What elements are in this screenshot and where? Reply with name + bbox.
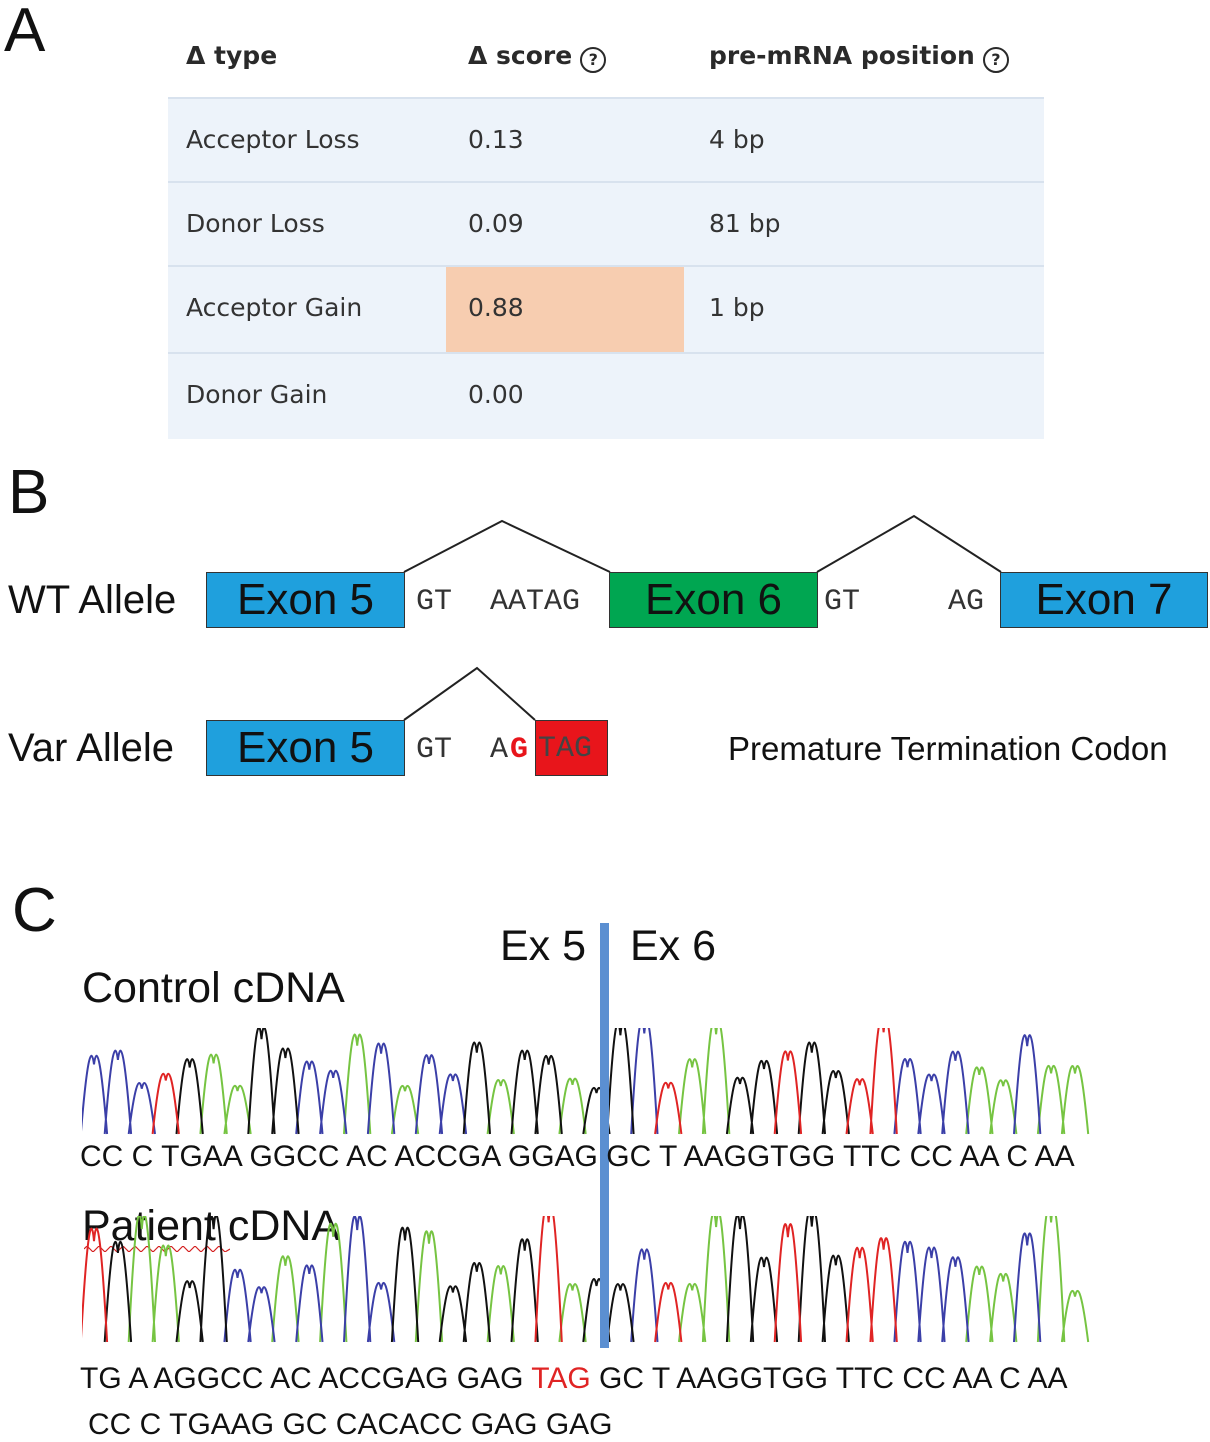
- trace-base-C: [82, 1028, 1042, 1135]
- wt-splice-line-5-6: [403, 519, 611, 573]
- question-circle-icon[interactable]: ?: [982, 47, 1009, 73]
- var-intron-donor: GT: [416, 733, 453, 767]
- wt-intron6-acceptor: AG: [948, 585, 985, 619]
- header-delta-type-label: Δ type: [186, 41, 278, 70]
- table-row: Donor Gain 0.00: [168, 352, 1044, 439]
- exon-junction-line: [600, 923, 609, 1348]
- wt-splice-line-6-7: [816, 514, 1002, 573]
- row-position: 4 bp: [709, 125, 765, 154]
- row-type: Acceptor Gain: [186, 293, 363, 322]
- ptc-label: Premature Termination Codon: [728, 730, 1168, 767]
- wt-intron5-acceptor: AATAG: [490, 585, 581, 619]
- score-highlight: [446, 267, 684, 352]
- control-chromatogram-trace: [82, 1028, 1090, 1135]
- wt-intron5-donor: GT: [416, 585, 453, 619]
- patient-sequence-line2: CC C TGAAG GC CACACC GAG GAG: [88, 1408, 613, 1441]
- header-delta-type: Δ type: [186, 41, 277, 70]
- table-row: Donor Loss 0.09 81 bp: [168, 181, 1044, 265]
- row-position: 1 bp: [709, 293, 765, 322]
- row-type: Donor Loss: [186, 209, 325, 238]
- stop-codon-box: TAG: [535, 720, 608, 776]
- panel-b-label: B: [8, 458, 50, 527]
- header-delta-score-label: Δ score: [468, 41, 573, 70]
- var-exon-5: Exon 5: [206, 720, 405, 776]
- splice-score-table: Δ type Δ score? pre-mRNA position? Accep…: [168, 35, 1044, 439]
- ex6-label: Ex 6: [630, 922, 717, 970]
- row-score: 0.13: [468, 125, 524, 154]
- header-premrna-position: pre-mRNA position?: [709, 41, 1009, 73]
- control-cdna-title: Control cDNA: [82, 964, 345, 1012]
- table-row: Acceptor Loss 0.13 4 bp: [168, 97, 1044, 181]
- panel-a-label: A: [4, 0, 46, 65]
- trace-base-A: [199, 1028, 1090, 1135]
- patient-seq-after: GC T AAGGTGG TTC CC AA C AA: [599, 1362, 1068, 1395]
- table-row: Acceptor Gain 0.88 1 bp: [168, 265, 1044, 352]
- control-sequence: CC C TGAA GGCC AC ACCGA GGAG GC T AAGGTG…: [80, 1140, 1075, 1173]
- var-acceptor-g: G: [510, 733, 529, 767]
- row-type: Acceptor Loss: [186, 125, 360, 154]
- question-circle-icon[interactable]: ?: [580, 47, 607, 73]
- header-delta-score: Δ score?: [468, 41, 607, 73]
- var-allele-label: Var Allele: [8, 726, 175, 770]
- row-score: 0.09: [468, 209, 524, 238]
- ex5-label: Ex 5: [500, 922, 587, 970]
- var-splice-line: [403, 666, 536, 721]
- patient-chromatogram-trace: [82, 1216, 1090, 1343]
- trace-base-A: [127, 1216, 1090, 1343]
- trace-base-G: [103, 1216, 850, 1343]
- patient-sequence: TG A AGGCC AC ACCGAG GAG TAG GC T AAGGTG…: [80, 1362, 1068, 1396]
- panel-c-label: C: [12, 876, 57, 945]
- wt-intron6-donor: GT: [824, 585, 861, 619]
- trace-base-C: [223, 1216, 1042, 1343]
- var-acceptor-a: A: [490, 733, 509, 767]
- row-score: 0.88: [468, 293, 524, 322]
- patient-cdna-title: Patient cDNA: [82, 1202, 341, 1250]
- trace-base-G: [175, 1028, 850, 1135]
- spellcheck-underline: [84, 1246, 230, 1252]
- trace-base-T: [82, 1216, 898, 1343]
- wt-exon-5: Exon 5: [206, 572, 405, 628]
- wt-allele-label: WT Allele: [8, 578, 177, 622]
- wt-exon-6: Exon 6: [609, 572, 818, 628]
- stop-codon-text: TAG: [538, 732, 593, 766]
- wt-exon-7: Exon 7: [1000, 572, 1208, 628]
- row-type: Donor Gain: [186, 380, 328, 409]
- row-position: 81 bp: [709, 209, 781, 238]
- table-header: Δ type Δ score? pre-mRNA position?: [168, 35, 1044, 97]
- patient-seq-before: TG A AGGCC AC ACCGAG GAG: [80, 1362, 524, 1395]
- header-premrna-position-label: pre-mRNA position: [709, 41, 975, 70]
- trace-base-T: [151, 1028, 898, 1135]
- patient-seq-stop: TAG: [531, 1362, 591, 1395]
- row-score: 0.00: [468, 380, 524, 409]
